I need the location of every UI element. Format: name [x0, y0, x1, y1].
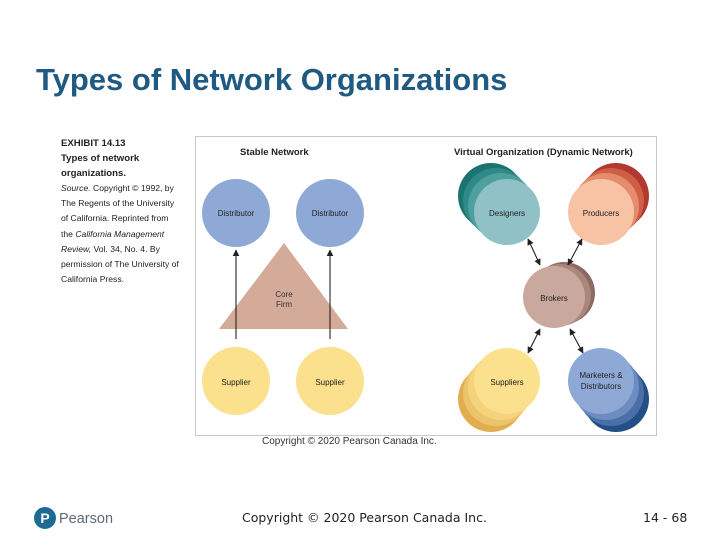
caption-source-line-3: of California. Reprinted from — [61, 213, 169, 224]
caption-volume: Vol. 34, No. 4. By — [91, 243, 160, 254]
pearson-logo-mark — [34, 507, 56, 529]
arrow-brokers-marketers — [569, 328, 584, 354]
supplier-right-label: Supplier — [315, 378, 345, 387]
pearson-logo: P Pearson — [34, 506, 124, 530]
brokers-node: Brokers — [523, 262, 595, 328]
caption-source-label: Source. — [61, 183, 91, 193]
core-firm-label-1: Core — [275, 290, 293, 299]
caption-heading-1: EXHIBIT 14.13 — [61, 138, 126, 149]
core-firm-label-2: Firm — [276, 300, 292, 309]
caption-source-text-1: Copyright © 1992, by — [90, 183, 174, 193]
caption-permission-line-2: California Press. — [61, 274, 125, 285]
supplier-right-circle — [296, 347, 364, 415]
supplier-left-label: Supplier — [221, 378, 251, 387]
producers-node: Producers — [568, 163, 649, 245]
caption-permission-line-1: permission of The University of — [61, 259, 179, 270]
brokers-circle — [523, 266, 585, 328]
caption-source-line-1: Source. Copyright © 1992, by — [61, 181, 187, 196]
pearson-logo-mark-letter: P — [40, 510, 49, 526]
arrow-producers-brokers — [567, 238, 583, 266]
marketers-circle — [568, 348, 634, 414]
arrow-brokers-suppliers — [527, 328, 541, 354]
suppliers-label: Suppliers — [490, 378, 523, 387]
producers-circle — [568, 179, 634, 245]
distributor-left-label: Distributor — [218, 209, 255, 218]
stable-network-title: Stable Network — [240, 147, 309, 158]
caption-source-text-4: the — [61, 228, 76, 239]
network-diagram: Stable Network Core Firm Distributor Dis… — [195, 136, 657, 436]
caption-source-line-4: the California Management — [61, 227, 187, 242]
supplier-left-circle — [202, 347, 270, 415]
caption-source-line-2: The Regents of the University — [61, 198, 175, 209]
designers-node: Designers — [458, 163, 540, 245]
distributor-right-circle — [296, 179, 364, 247]
caption-source-line-5: Review, Vol. 34, No. 4. By — [61, 242, 187, 257]
caption-heading-2: Types of network — [61, 153, 140, 164]
designers-circle — [474, 179, 540, 245]
pearson-logo-svg: P Pearson — [34, 507, 113, 529]
designers-label: Designers — [489, 209, 525, 218]
distributor-right-label: Distributor — [312, 209, 349, 218]
footer-copyright: Copyright © 2020 Pearson Canada Inc. — [242, 510, 487, 525]
pearson-logo-text: Pearson — [59, 511, 113, 527]
diagram-copyright: Copyright © 2020 Pearson Canada Inc. — [262, 436, 437, 447]
distributor-left-circle — [202, 179, 270, 247]
core-firm-triangle — [219, 243, 348, 329]
suppliers-node: Suppliers — [458, 348, 540, 432]
page-number: 14 - 68 — [643, 510, 688, 525]
arrow-designers-brokers — [527, 238, 541, 266]
caption-heading-3: organizations. — [61, 168, 127, 179]
caption-journal-1: California Management — [75, 228, 165, 239]
network-diagram-svg: Stable Network Core Firm Distributor Dis… — [202, 147, 649, 432]
exhibit-caption: EXHIBIT 14.13 Types of network organizat… — [61, 136, 187, 287]
producers-label: Producers — [583, 209, 619, 218]
caption-journal-2: Review, — [61, 243, 92, 254]
virtual-org-title: Virtual Organization (Dynamic Network) — [454, 147, 633, 158]
brokers-label: Brokers — [540, 294, 568, 303]
marketers-label-1: Marketers & — [579, 371, 623, 380]
marketers-node: Marketers & Distributors — [568, 348, 649, 432]
slide-title: Types of Network Organizations — [36, 62, 508, 97]
suppliers-circle — [474, 348, 540, 414]
marketers-label-2: Distributors — [581, 382, 621, 391]
